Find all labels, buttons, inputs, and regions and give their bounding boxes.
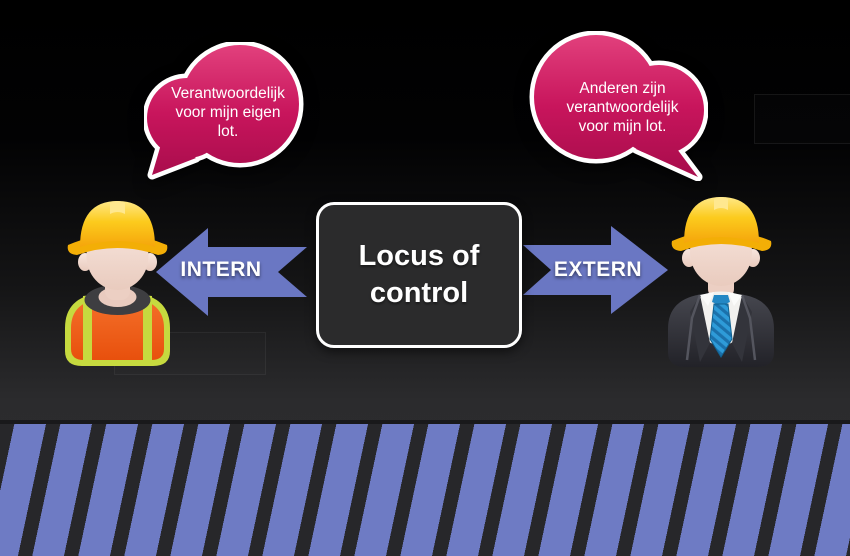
right-bubble-line3: voor mijn lot.: [578, 118, 667, 135]
left-bubble-text: Verantwoordelijk voor mijn eigen lot.: [152, 84, 304, 141]
box-title-line1: Locus of: [358, 240, 480, 272]
intern-arrow-label: INTERN: [180, 258, 262, 281]
left-bubble-line3: lot.: [217, 123, 239, 140]
left-arrow-icon: [156, 228, 307, 316]
extern-arrow-label: EXTERN: [553, 258, 643, 281]
extern-arrow: [523, 226, 668, 319]
speech-bubble-icon: [529, 30, 709, 182]
manager-with-hardhat-icon: [668, 197, 774, 367]
faint-rectangle-top-right: [754, 94, 850, 144]
speech-bubble-icon: [142, 40, 304, 180]
manager-avatar: [656, 192, 786, 372]
left-speech-bubble: [142, 40, 312, 189]
right-arrow-icon: [523, 226, 668, 314]
right-bubble-line1: Anderen zijn: [579, 80, 666, 97]
right-bubble-line2: verantwoordelijk: [566, 99, 679, 116]
intern-arrow: [156, 228, 307, 321]
construction-worker-avatar: [55, 196, 180, 371]
diagonal-stripe-banner: [0, 420, 850, 556]
left-bubble-line1: Verantwoordelijk: [171, 85, 285, 102]
locus-of-control-box: Locus of control: [316, 202, 522, 348]
box-title-line2: control: [369, 277, 469, 309]
left-bubble-line2: voor mijn eigen: [175, 104, 281, 121]
right-speech-bubble: [526, 30, 709, 186]
right-bubble-text: Anderen zijn verantwoordelijk voor mijn …: [540, 79, 705, 136]
construction-worker-icon: [65, 201, 170, 366]
